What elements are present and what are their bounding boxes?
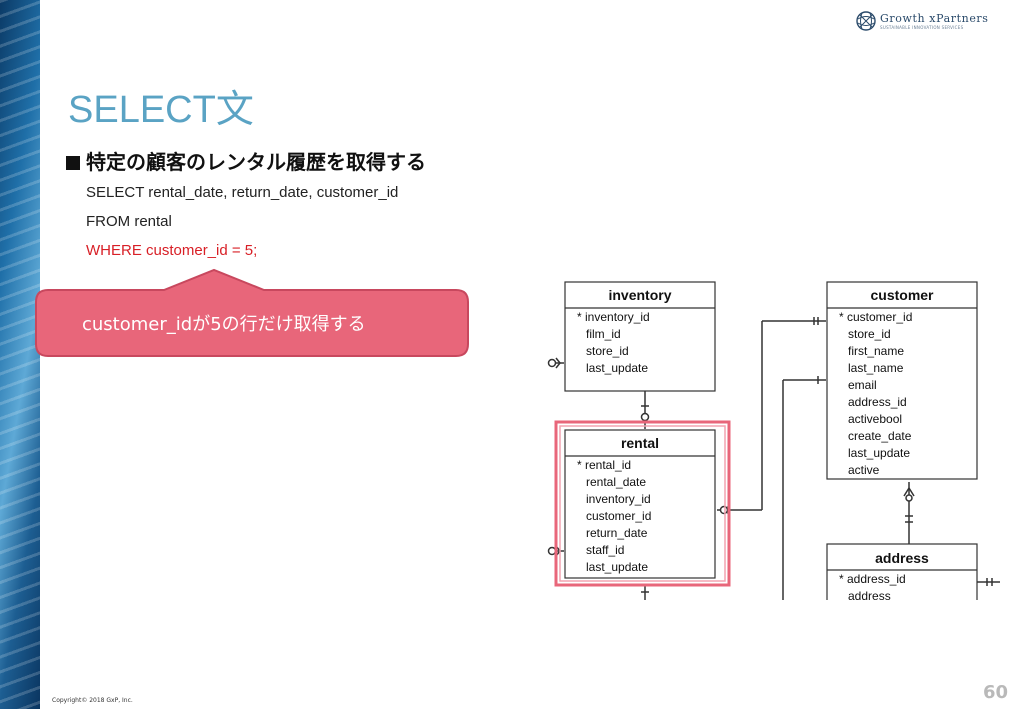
- table-column: return_date: [586, 526, 648, 540]
- callout-shape: [35, 268, 469, 357]
- logo-name: Growth xPartners: [880, 12, 989, 25]
- table-column: staff_id: [586, 543, 624, 557]
- table-column: first_name: [848, 344, 904, 358]
- table-column: * inventory_id: [577, 310, 650, 324]
- table-column: activebool: [848, 412, 902, 426]
- er-diagram: inventory * inventory_id film_id store_i…: [540, 276, 1000, 600]
- er-table-address: address * address_id address: [826, 543, 978, 600]
- table-column: active: [848, 463, 880, 477]
- table-column: customer_id: [586, 509, 651, 523]
- slide-title: SELECT文: [68, 89, 254, 131]
- table-name: address: [875, 550, 929, 566]
- table-column: last_update: [586, 361, 648, 375]
- callout-bubble: customer_idが5の行だけ取得する: [32, 266, 472, 358]
- sql-line-from: FROM rental: [86, 213, 172, 230]
- table-column: rental_date: [586, 475, 646, 489]
- table-column: store_id: [848, 327, 891, 341]
- er-table-customer: customer * customer_id store_id first_na…: [826, 281, 978, 480]
- sql-line-select: SELECT rental_date, return_date, custome…: [86, 184, 399, 201]
- table-column: create_date: [848, 429, 912, 443]
- bullet-heading-text: 特定の顧客のレンタル履歴を取得する: [86, 150, 426, 174]
- table-column: store_id: [586, 344, 629, 358]
- company-logo: Growth xPartners SUSTAINABLE INNOVATION …: [856, 11, 1006, 35]
- logo-globe-icon: [856, 11, 876, 31]
- bullet-heading: 特定の顧客のレンタル履歴を取得する: [66, 146, 426, 175]
- table-column: address: [848, 589, 891, 600]
- table-name: customer: [870, 287, 934, 303]
- table-column: last_name: [848, 361, 904, 375]
- rental-highlight-frame: [554, 420, 731, 587]
- table-column: * address_id: [839, 572, 906, 586]
- table-name: rental: [621, 435, 659, 451]
- table-column: email: [848, 378, 877, 392]
- decorative-side-strip: [0, 0, 40, 709]
- table-column: film_id: [586, 327, 621, 341]
- table-column: address_id: [848, 395, 907, 409]
- logo-tagline: SUSTAINABLE INNOVATION SERVICES: [880, 25, 964, 30]
- callout-text: customer_idが5の行だけ取得する: [82, 314, 366, 335]
- table-column: last_update: [848, 446, 910, 460]
- table-column: * customer_id: [839, 310, 912, 324]
- table-column: * rental_id: [577, 458, 631, 472]
- table-name: inventory: [608, 287, 671, 303]
- page-number: 60: [983, 682, 1009, 703]
- table-column: inventory_id: [586, 492, 651, 506]
- sql-line-where: WHERE customer_id = 5;: [86, 242, 258, 259]
- er-table-inventory: inventory * inventory_id film_id store_i…: [564, 281, 716, 392]
- square-bullet-icon: [66, 156, 80, 170]
- copyright-text: Copyright© 2018 GxP, Inc.: [52, 697, 133, 704]
- er-table-rental: rental * rental_id rental_date inventory…: [564, 429, 716, 579]
- table-column: last_update: [586, 560, 648, 574]
